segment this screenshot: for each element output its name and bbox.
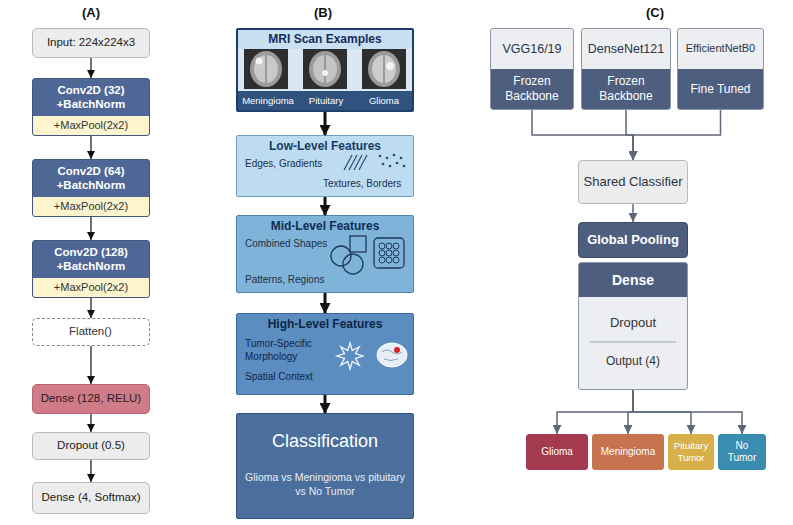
node-text: Meningioma <box>240 92 296 109</box>
node-text: Dense (4, Softmax) <box>33 483 149 513</box>
class-box: Pituitary Tumor <box>668 434 714 470</box>
conv-layer-box: Conv2D (128) +BatchNorm+MaxPool(2x2) <box>32 240 150 298</box>
node-text: Dropout (0.5) <box>33 433 149 459</box>
node-text: Dense (128, RELU) <box>33 385 149 413</box>
node-text: Dense <box>579 263 687 297</box>
node-text: Flatten() <box>33 319 148 344</box>
flow-arrow <box>626 110 633 160</box>
node-text: Global Pooling <box>579 223 687 257</box>
flow-arrow <box>324 197 327 215</box>
feature-level-box: Mid-Level FeaturesCombined ShapesPattern… <box>236 215 414 293</box>
node-text: Textures, Borders <box>323 176 413 192</box>
node-text: Tumor-Specific Morphology <box>245 335 327 365</box>
node-text: No Tumor <box>719 435 765 469</box>
feature-level-box: High-Level FeaturesTumor-Specific Morpho… <box>236 313 414 395</box>
flow-arrow <box>532 110 633 160</box>
layer-box: Input: 224x224x3 <box>32 28 150 58</box>
backbone-box: VGG16/19Frozen Backbone <box>490 28 574 110</box>
node-text: Frozen Backbone <box>582 69 670 109</box>
node-text: Mid-Level Features <box>237 218 413 234</box>
node-text: Classification <box>237 428 413 456</box>
panel-label: (B) <box>308 4 338 22</box>
node-text: Conv2D (64) +BatchNorm <box>33 160 149 197</box>
node-text: Glioma <box>356 92 412 109</box>
flow-arrow <box>628 390 633 434</box>
flow-arrow <box>324 293 327 313</box>
node-text: Conv2D (32) +BatchNorm <box>33 79 149 116</box>
flow-arrow <box>633 390 742 434</box>
node-text: Input: 224x224x3 <box>33 29 149 57</box>
node-text: DenseNet121 <box>582 29 670 69</box>
node-text: Pituitary <box>298 92 354 109</box>
node-text: Shared Classifier <box>579 161 687 203</box>
conv-layer-box: Conv2D (32) +BatchNorm+MaxPool(2x2) <box>32 78 150 136</box>
node-text: VGG16/19 <box>491 29 573 69</box>
flow-arrow <box>90 58 91 78</box>
flow-arrow <box>632 204 634 222</box>
flow-arrow <box>633 390 691 434</box>
class-box: Meningioma <box>592 434 664 470</box>
node-text: MRI Scan Examples <box>238 30 412 49</box>
panel-label: (A) <box>76 4 106 22</box>
flow-arrow <box>90 136 91 159</box>
node-text: Spatial Context <box>245 369 335 385</box>
backbone-box: EfficientNetB0Fine Tuned <box>677 28 764 110</box>
node-text: Frozen Backbone <box>491 69 573 109</box>
flow-arrow <box>324 112 327 135</box>
flow-arrow <box>90 217 91 240</box>
node-text: EfficientNetB0 <box>678 29 763 69</box>
flow-arrow <box>633 110 721 160</box>
feature-level-box: Low-Level FeaturesEdges, GradientsTextur… <box>236 135 414 197</box>
conv-layer-box: Conv2D (64) +BatchNorm+MaxPool(2x2) <box>32 159 150 217</box>
class-box: Glioma <box>526 434 588 470</box>
node-text: +MaxPool(2x2) <box>33 197 149 216</box>
node-text: Glioma vs Meningioma vs pituitary vs No … <box>241 462 409 506</box>
layer-box: Dense (4, Softmax) <box>32 482 150 514</box>
backbone-box: DenseNet121Frozen Backbone <box>581 28 671 110</box>
node-text: Dropout <box>579 309 687 337</box>
pooling-box: Global Pooling <box>578 222 688 258</box>
node-text: Meningioma <box>593 435 663 469</box>
flow-arrow <box>557 390 633 434</box>
flatten-box: Flatten() <box>32 318 150 346</box>
flow-arrow <box>324 395 327 413</box>
node-text: Glioma <box>527 435 587 469</box>
node-text: Patterns, Regions <box>245 272 337 288</box>
class-box: No Tumor <box>718 434 766 470</box>
node-text: Pituitary Tumor <box>669 435 713 469</box>
node-text: Fine Tuned <box>678 69 763 109</box>
node-text: +MaxPool(2x2) <box>33 278 149 297</box>
node-text: +MaxPool(2x2) <box>33 116 149 135</box>
dense-layer-box: Dense (128, RELU) <box>32 384 150 414</box>
panel-label: (C) <box>640 4 670 22</box>
flow-arrow <box>90 346 91 384</box>
classifier-box: Shared Classifier <box>578 160 688 204</box>
node-text: Combined Shapes <box>245 236 335 252</box>
flow-arrow <box>90 414 91 432</box>
node-text: Edges, Gradients <box>245 156 337 172</box>
node-text: High-Level Features <box>237 316 413 332</box>
flow-arrow <box>90 298 91 318</box>
node-text: Conv2D (128) +BatchNorm <box>33 241 149 278</box>
flow-arrow <box>90 460 91 482</box>
node-text: Output (4) <box>579 347 687 375</box>
layer-box: Dropout (0.5) <box>32 432 150 460</box>
dense-block: DenseDropoutOutput (4) <box>578 262 688 390</box>
classification-box: ClassificationGlioma vs Meningioma vs pi… <box>236 413 414 519</box>
mri-examples-box: MRI Scan ExamplesMeningiomaPituitaryGlio… <box>236 28 414 112</box>
node-text: Low-Level Features <box>237 138 413 154</box>
